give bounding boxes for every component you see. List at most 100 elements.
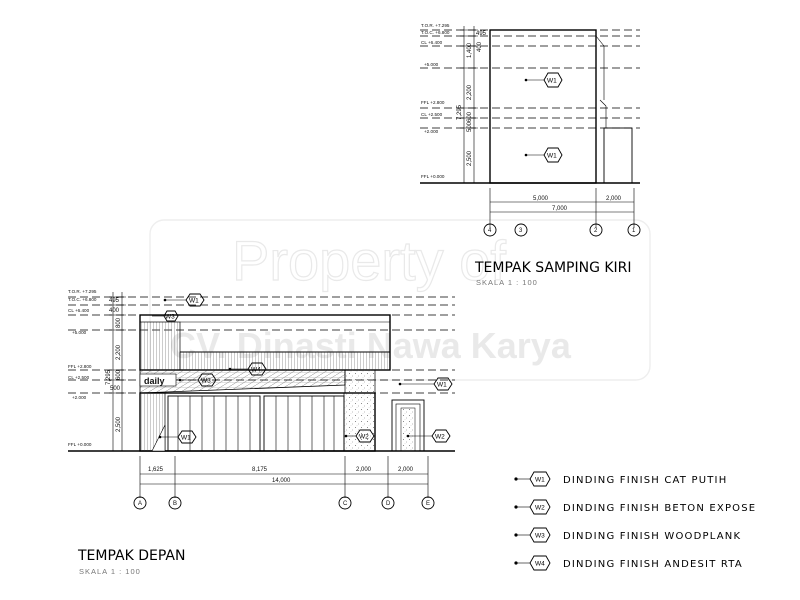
svg-text:W2: W2	[359, 434, 369, 441]
front-level-2000: +2.000	[72, 395, 87, 400]
front-dim-14000: 14,000	[272, 478, 291, 484]
front-dim-800: 800	[116, 317, 122, 328]
svg-text:W4: W4	[251, 367, 261, 374]
side-grid-1: 1	[627, 223, 641, 237]
front-upper-wood-panel	[139, 321, 181, 371]
side-dim-7000: 7,000	[552, 206, 568, 212]
svg-text:C: C	[343, 501, 348, 507]
front-dim-2500: 2,500	[116, 416, 122, 432]
svg-text:W1: W1	[535, 477, 545, 484]
side-dim-2200: 2,200	[467, 84, 473, 100]
front-signage: daily	[144, 376, 165, 386]
side-level-ffl-upper: FFL +2.800	[421, 100, 445, 105]
side-grid-2: 2	[589, 223, 603, 237]
front-glazing	[167, 395, 345, 452]
svg-text:W1: W1	[547, 153, 557, 160]
legend-item-w2: W2 DINDING FINISH BETON EXPOSE	[514, 499, 756, 515]
side-dim-1400: 1,400	[467, 42, 473, 58]
side-dim-495: 495	[476, 31, 487, 37]
side-dim-2000: 2,000	[606, 196, 622, 202]
side-level-toc: T.O.C. +6.800	[421, 30, 450, 35]
watermark-line1: Property of	[232, 229, 506, 292]
front-column-top	[344, 369, 376, 394]
side-level-5000: +5.000	[424, 62, 439, 67]
front-dim-2200: 2,200	[116, 344, 122, 360]
front-dim-2000-a: 2,000	[356, 467, 372, 473]
front-level-ffl-ground: FFL +0.000	[68, 442, 92, 447]
svg-text:1: 1	[632, 228, 636, 234]
front-upper-railing	[179, 351, 391, 371]
svg-text:D: D	[386, 501, 391, 507]
side-dim-600: 600	[467, 111, 473, 122]
side-dim-2500: 2,500	[467, 150, 473, 166]
side-annex	[603, 127, 633, 184]
svg-text:W2: W2	[535, 505, 545, 512]
front-level-5000: +5.000	[72, 330, 87, 335]
front-dim-600: 600	[116, 369, 122, 380]
side-dim-7295: 7,295	[457, 104, 463, 120]
front-dim-400: 400	[109, 308, 120, 314]
front-level-toc: T.O.C. +6.800	[68, 297, 97, 302]
side-tag-w1-upper: W1	[524, 72, 563, 88]
svg-text:W1: W1	[189, 298, 199, 305]
svg-text:E: E	[426, 501, 430, 507]
svg-text:W3: W3	[535, 533, 545, 540]
front-dim-2000-b: 2,000	[398, 467, 414, 473]
svg-text:3: 3	[519, 228, 523, 234]
svg-text:W3: W3	[201, 378, 211, 385]
front-tag-w1-top: W1	[163, 293, 205, 307]
front-level-cl-top: CL +6.400	[68, 308, 90, 313]
front-ground-floor	[139, 392, 376, 452]
front-tag-w2-column: W2	[344, 429, 375, 443]
front-elevation: T.O.R. +7.295 T.O.C. +6.800 CL +6.400 +5…	[68, 289, 455, 576]
front-grid-a: A	[133, 496, 147, 510]
svg-text:2: 2	[594, 228, 598, 234]
svg-text:W1: W1	[547, 78, 557, 85]
legend-item-w3: W3 DINDING FINISH WOODPLANK	[514, 527, 741, 543]
side-dim-400: 400	[477, 41, 483, 52]
front-grid-e: E	[421, 496, 435, 510]
side-grid-4: 4	[483, 223, 497, 237]
front-tag-w3-upper: W3	[152, 310, 179, 322]
front-dim-500: 500	[110, 386, 121, 392]
front-grid-b: B	[168, 496, 182, 510]
svg-text:B: B	[173, 501, 177, 507]
side-title: TEMPAK SAMPING KIRI	[474, 260, 632, 276]
front-dim-8175: 8,175	[252, 467, 268, 473]
front-tag-w4: W4	[228, 362, 267, 376]
front-tag-w3-lower: W3	[178, 373, 217, 387]
material-legend: W1 DINDING FINISH CAT PUTIH W2 DINDING F…	[514, 471, 756, 571]
front-level-cl-lower: CL +2.500	[68, 375, 90, 380]
front-scale: SKALA 1 : 100	[79, 567, 141, 576]
svg-text:W1: W1	[181, 435, 191, 442]
front-grid-d: D	[381, 496, 395, 510]
side-level-cl-lower: CL +2.500	[421, 112, 443, 117]
svg-text:DINDING FINISH CAT PUTIH: DINDING FINISH CAT PUTIH	[563, 475, 727, 486]
side-scale: SKALA 1 : 100	[476, 278, 538, 287]
front-concrete-column	[343, 392, 376, 452]
svg-text:W2: W2	[435, 434, 445, 441]
side-level-ffl-ground: FFL +0.000	[421, 174, 445, 179]
front-grid-c: C	[338, 496, 352, 510]
side-grid-3: 3	[514, 223, 528, 237]
svg-text:W1: W1	[437, 382, 447, 389]
front-title: TEMPAK DEPAN	[77, 548, 185, 564]
side-level-cl-top: CL +6.400	[421, 40, 443, 45]
svg-text:A: A	[138, 501, 142, 507]
front-tag-w2-annex: W2	[406, 429, 451, 443]
svg-text:W3: W3	[165, 314, 175, 321]
side-level-2000: +2.000	[424, 129, 439, 134]
side-dim-500: 500	[467, 121, 473, 132]
front-dim-495: 495	[109, 298, 120, 304]
legend-item-w4: W4 DINDING FINISH ANDESIT RTA	[514, 555, 742, 571]
front-level-tor: T.O.R. +7.295	[68, 289, 97, 294]
front-dim-7295: 7,295	[106, 369, 112, 385]
svg-text:4: 4	[488, 228, 492, 234]
svg-text:DINDING FINISH BETON EXPOSE: DINDING FINISH BETON EXPOSE	[563, 503, 756, 514]
front-tag-w1-annex: W1	[398, 377, 453, 391]
legend-item-w1: W1 DINDING FINISH CAT PUTIH	[514, 471, 727, 487]
front-level-ffl-upper: FFL +2.800	[68, 364, 92, 369]
side-dim-5000: 5,000	[533, 196, 549, 202]
side-level-tor: T.O.R. +7.295	[421, 23, 450, 28]
svg-text:DINDING FINISH WOODPLANK: DINDING FINISH WOODPLANK	[563, 531, 741, 542]
